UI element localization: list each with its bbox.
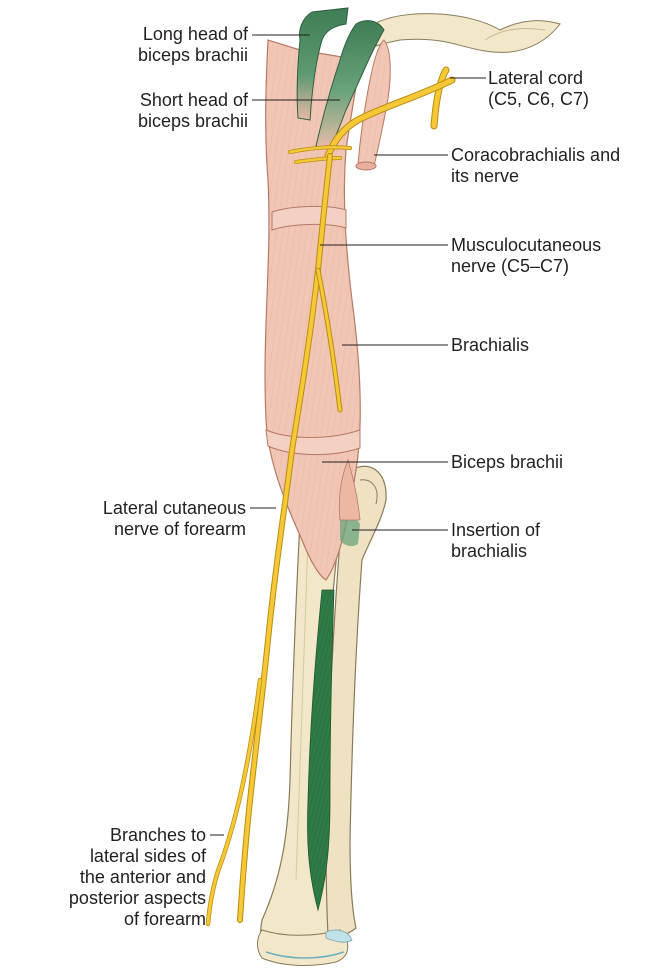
label-musculocutaneous: Musculocutaneous nerve (C5–C7): [451, 235, 601, 277]
label-brachialis: Brachialis: [451, 335, 529, 356]
brachialis-insertion: [340, 517, 360, 546]
label-lateral-cutaneous: Lateral cutaneous nerve of forearm: [103, 498, 246, 540]
label-lateral-cord: Lateral cord (C5, C6, C7): [488, 68, 589, 110]
label-branches: Branches to lateral sides of the anterio…: [69, 825, 206, 930]
label-long-head: Long head of biceps brachii: [138, 24, 248, 66]
coracoid-process: [376, 14, 560, 53]
label-coracobrachialis: Coracobrachialis and its nerve: [451, 145, 620, 187]
label-short-head: Short head of biceps brachii: [138, 90, 248, 132]
label-insertion: Insertion of brachialis: [451, 520, 540, 562]
label-biceps-brachii: Biceps brachii: [451, 452, 563, 473]
